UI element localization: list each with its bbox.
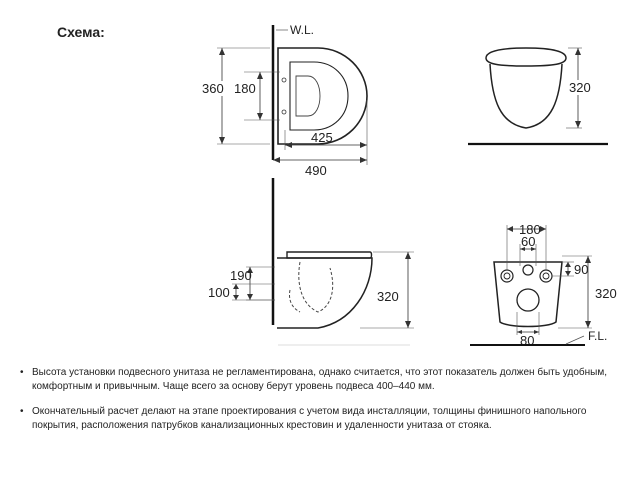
bullet: • [20, 406, 24, 417]
dim-rear-60: 60 [521, 234, 535, 249]
dim-front-320: 320 [569, 80, 591, 95]
note-item: • Окончательный расчет делают на этапе п… [20, 405, 620, 433]
dim-side-100: 100 [208, 285, 230, 300]
dim-rear-180: 180 [519, 222, 541, 237]
top-bowl-outline [277, 47, 368, 145]
bullet: • [20, 367, 24, 378]
dim-top-360: 360 [202, 81, 224, 96]
dim-side-190: 190 [230, 268, 252, 283]
dim-top-425: 425 [311, 130, 333, 145]
top-seat-outline [289, 61, 349, 131]
note-text: Окончательный расчет делают на этапе про… [32, 406, 587, 431]
wall-line-label: W.L. [290, 23, 314, 37]
scheme-title: Схема: [57, 24, 105, 40]
top-view: W.L. 360 180 425 49 [198, 23, 368, 178]
dim-side-320: 320 [377, 289, 399, 304]
side-view: 190 100 320 [208, 178, 414, 346]
dim-top-180: 180 [234, 81, 256, 96]
front-view-small: 320 [468, 47, 608, 146]
technical-drawing: W.L. 360 180 425 49 [198, 23, 621, 348]
note-item: • Высота установки подвесного унитаза не… [20, 366, 620, 394]
floor-line-label: F.L. [588, 329, 607, 343]
dim-rear-320: 320 [595, 286, 617, 301]
dim-top-490: 490 [305, 163, 327, 178]
notes-list: • Высота установки подвесного унитаза не… [20, 366, 620, 444]
note-text: Высота установки подвесного унитаза не р… [32, 367, 607, 392]
dim-rear-90: 90 [574, 262, 588, 277]
rear-view: 180 60 90 320 80 F.L. [470, 222, 621, 348]
